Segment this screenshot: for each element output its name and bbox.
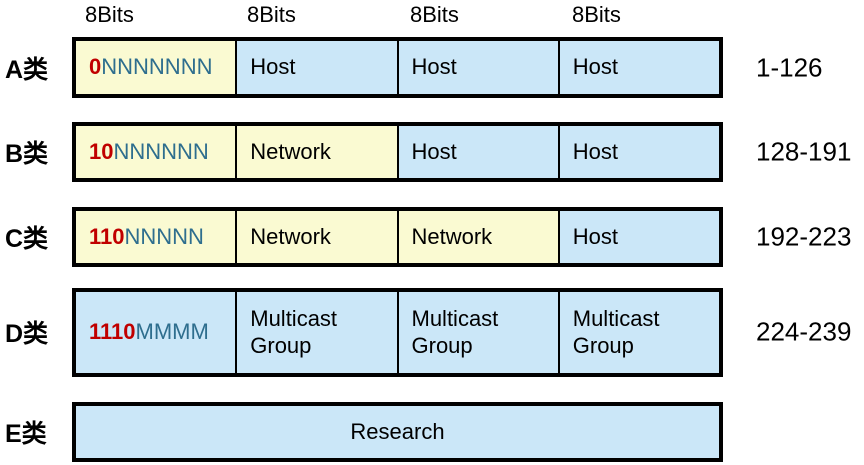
class-d-fixed-bits: 1110 xyxy=(89,319,136,345)
bits-header-label-1: 8Bits xyxy=(85,2,134,27)
class-d-multicast-cell-1: Multicast Group xyxy=(237,292,399,373)
class-c-range-label: 192-223 xyxy=(756,221,852,252)
cell-text: Network xyxy=(250,223,331,249)
bits-header-label-3: 8Bits xyxy=(410,2,459,27)
cell-text: Multicast Group xyxy=(572,305,660,358)
cell-text: Multicast Group xyxy=(250,305,338,358)
class-d-range-label: 224-239 xyxy=(756,316,852,347)
class-b-host-cell-1: Host xyxy=(398,126,560,178)
class-a-host-cell-3: Host xyxy=(559,41,719,94)
class-b-network-cell: Network xyxy=(237,126,399,178)
cell-text: Host xyxy=(572,54,618,80)
class-c-fixed-bits: 110 xyxy=(89,223,125,249)
class-c-network-cell-2: Network xyxy=(398,211,560,263)
class-c-host-cell: Host xyxy=(559,211,719,263)
class-d-multicast-cell-2: Multicast Group xyxy=(398,292,560,373)
cell-text: Host xyxy=(411,54,457,80)
class-b-host-cell-2: Host xyxy=(559,126,719,178)
cell-text: Network xyxy=(411,223,493,249)
cell-text: Network xyxy=(250,138,331,164)
cell-text: Host xyxy=(250,54,296,80)
class-a-host-cell-2: Host xyxy=(398,41,560,94)
class-b-fixed-bits: 10 xyxy=(89,138,114,164)
bits-header-label-2: 8Bits xyxy=(247,2,296,27)
class-c-network-cell-1: Network xyxy=(237,211,399,263)
class-d-multicast-bits: MMMM xyxy=(135,319,209,345)
class-label-c: C类 xyxy=(5,225,49,253)
class-b-network-bits: NNNNNN xyxy=(113,138,209,164)
cell-text: Multicast Group xyxy=(411,305,499,358)
cell-text: Research xyxy=(350,418,445,444)
class-e-row: Research xyxy=(72,402,723,462)
class-a-range-label: 1-126 xyxy=(756,52,823,83)
class-e-research-cell: Research xyxy=(76,406,719,458)
cell-text: Host xyxy=(572,223,618,249)
class-label-d: D类 xyxy=(5,320,49,348)
class-a-network-bits: NNNNNNN xyxy=(101,54,213,80)
bits-header-label-4: 8Bits xyxy=(572,2,621,27)
cell-text: Host xyxy=(411,138,457,164)
class-a-host-cell-1: Host xyxy=(237,41,399,94)
class-c-network-bits: NNNNN xyxy=(124,223,204,249)
class-b-range-label: 128-191 xyxy=(756,136,852,167)
class-a-fixed-bits: 0 xyxy=(89,54,102,80)
class-label-b: B类 xyxy=(5,140,49,168)
class-label-a: A类 xyxy=(5,56,49,84)
class-label-e: E类 xyxy=(5,420,47,448)
cell-text: Host xyxy=(572,138,618,164)
class-d-multicast-cell-3: Multicast Group xyxy=(559,292,719,373)
